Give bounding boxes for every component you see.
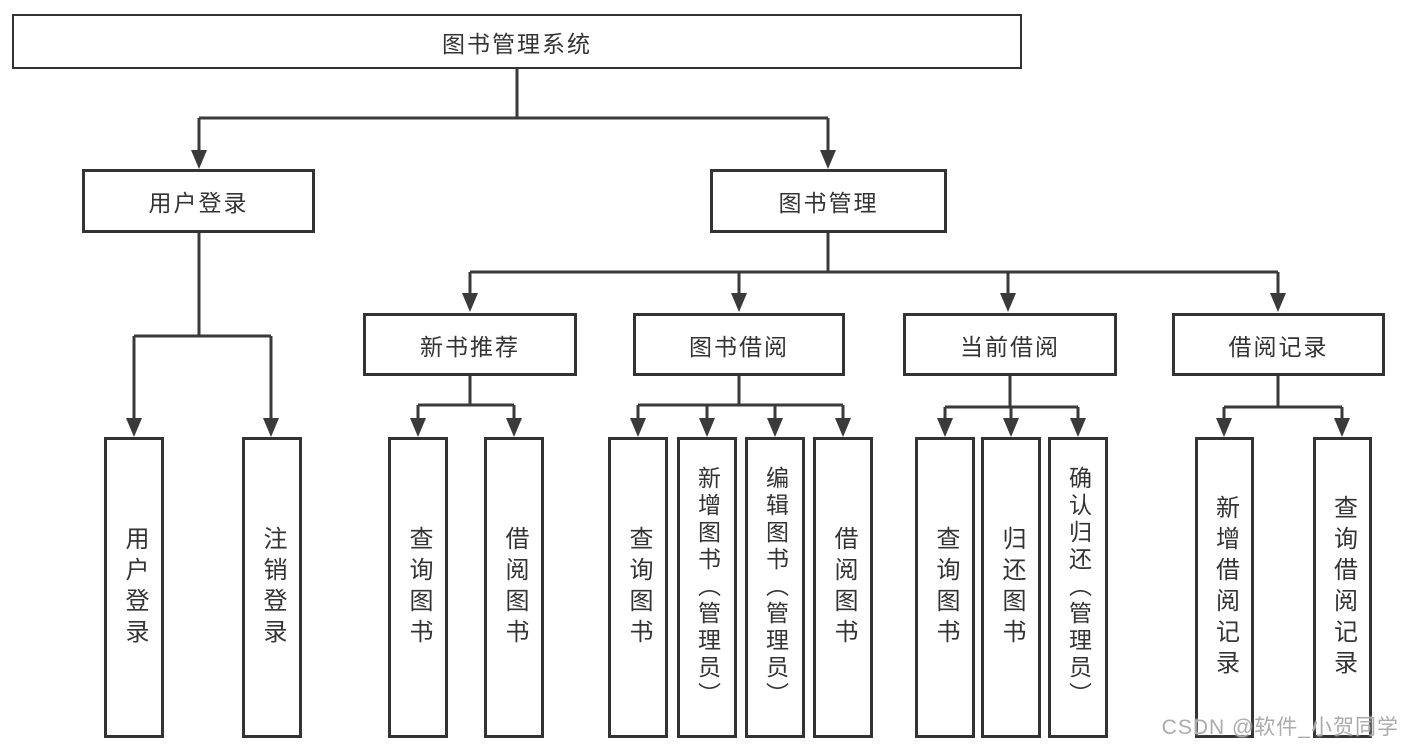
arrow-icon	[1070, 418, 1086, 437]
leaf-borrow-book-recommend: 借阅图书	[484, 437, 544, 738]
connector-book-borrow	[636, 375, 845, 421]
leaf-query-book-borrow: 查询图书	[608, 437, 668, 738]
csdn-watermark: CSDN @软件_小贺同学	[1161, 716, 1399, 739]
arrow-icon	[835, 418, 851, 437]
leaf-user-login: 用户登录	[104, 437, 164, 738]
connector-current-borrow	[943, 375, 1080, 421]
arrow-icon	[1334, 418, 1350, 437]
node-borrow-records: 借阅记录	[1172, 313, 1385, 376]
leaf-return-book: 归还图书	[981, 437, 1041, 738]
arrow-icon	[937, 418, 953, 437]
node-current-borrow: 当前借阅	[903, 313, 1117, 376]
connector-new-book-recommend	[416, 375, 516, 421]
leaf-query-borrow-record: 查询借阅记录	[1313, 437, 1372, 738]
leaf-logout: 注销登录	[242, 437, 302, 738]
connector-book-management	[468, 233, 1280, 297]
leaf-query-book-current: 查询图书	[915, 437, 975, 738]
arrow-icon	[191, 150, 207, 169]
arrow-icon	[630, 418, 646, 437]
arrow-icon	[767, 418, 783, 437]
leaf-borrow-book: 借阅图书	[813, 437, 873, 738]
leaf-add-borrow-record: 新增借阅记录	[1195, 437, 1254, 738]
node-book-borrow: 图书借阅	[633, 313, 845, 376]
leaf-edit-book-admin: 编辑图书（管理员）	[745, 437, 805, 738]
connector-user-login	[132, 233, 273, 421]
node-new-book-recommend: 新书推荐	[363, 313, 577, 376]
arrow-icon	[1003, 418, 1019, 437]
arrow-icon	[462, 293, 478, 312]
arrow-icon	[506, 418, 522, 437]
arrowheads	[126, 150, 1350, 437]
node-book-management-branch: 图书管理	[710, 169, 947, 233]
arrow-icon	[699, 418, 715, 437]
arrow-icon	[1270, 293, 1286, 312]
connector-root	[197, 68, 830, 153]
arrow-icon	[731, 293, 747, 312]
arrow-icon	[263, 418, 279, 437]
leaf-confirm-return-admin: 确认归还（管理员）	[1048, 437, 1108, 738]
leaf-add-book-admin: 新增图书（管理员）	[677, 437, 737, 738]
connector-borrow-records	[1222, 375, 1344, 421]
arrow-icon	[126, 418, 142, 437]
arrow-icon	[410, 418, 426, 437]
arrow-icon	[820, 150, 836, 169]
arrow-icon	[1216, 418, 1232, 437]
node-library-management-system: 图书管理系统	[12, 14, 1022, 69]
node-user-login-branch: 用户登录	[82, 169, 315, 233]
leaf-query-book-recommend: 查询图书	[388, 437, 448, 738]
arrow-icon	[1000, 293, 1016, 312]
